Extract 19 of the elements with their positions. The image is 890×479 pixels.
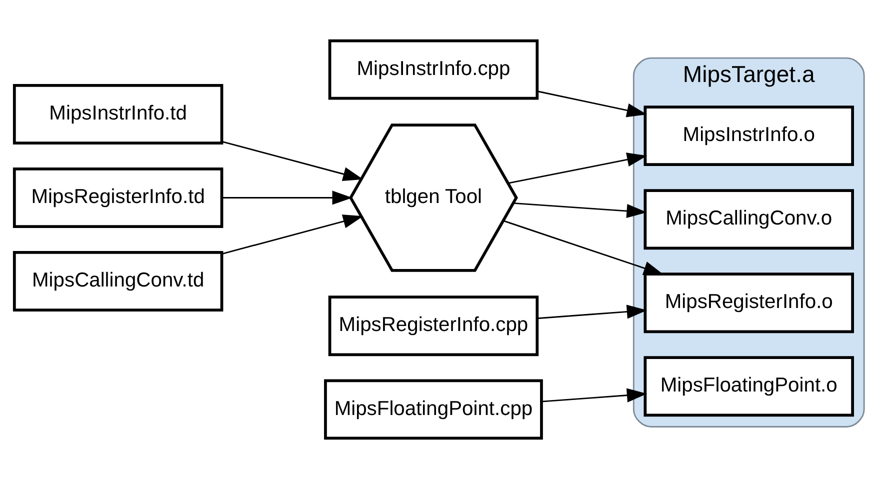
arrow: [222, 214, 364, 255]
node-box: MipsRegisterInfo.td: [12, 168, 224, 228]
arrow: [513, 202, 647, 218]
arrow: [542, 388, 648, 402]
node-box: MipsRegisterInfo.cpp: [328, 296, 539, 356]
node-box: MipsInstrInfo.o: [644, 106, 854, 166]
arrow: [222, 140, 364, 181]
node-box: MipsFloatingPoint.cpp: [324, 379, 543, 440]
node-box: MipsCallingConv.o: [644, 189, 854, 250]
arrow: [503, 220, 664, 275]
node-box: MipsRegisterInfo.o: [644, 272, 854, 334]
arrow: [222, 190, 352, 205]
node-box: MipsCallingConv.td: [12, 251, 224, 312]
arrow: [537, 304, 648, 320]
arrow: [537, 90, 647, 118]
arrow: [508, 152, 648, 184]
node-box: MipsInstrInfo.td: [12, 84, 224, 144]
node-box: MipsFloatingPoint.o: [644, 356, 854, 417]
node-box: MipsInstrInfo.cpp: [328, 39, 539, 100]
